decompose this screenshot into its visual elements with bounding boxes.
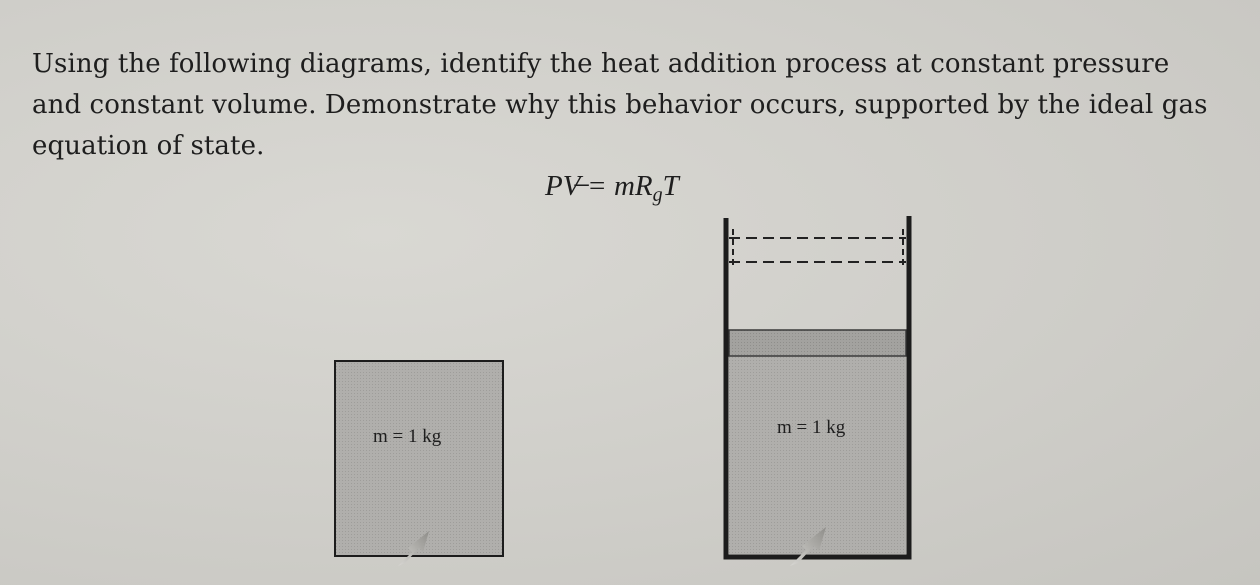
rigid-tank-gas [334,360,504,557]
equation-rhs: mR [613,170,653,202]
equation-lhs: PV̶ [545,170,580,202]
equation-equals: = [579,170,614,202]
question-line-1: Using the following diagrams, identify t… [32,49,1170,79]
rigid-tank-diagram: m = 1 kg [334,360,504,566]
question-line-3: equation of state. [32,131,265,161]
equation-rhs-end: T [662,170,679,202]
piston-cylinder-diagram: m = 1 kg [723,216,912,566]
ideal-gas-equation: PV̶ = mRgT [545,170,679,207]
question-line-2: and constant volume. Demonstrate why thi… [32,90,1208,120]
cylinder-mass-label: m = 1 kg [777,417,846,438]
piston [728,329,907,357]
equation-subscript: g [652,184,663,206]
rigid-tank-mass-label: m = 1 kg [373,426,442,447]
heat-arrow-icon [398,531,429,566]
cylinder-gas [729,356,906,554]
cylinder-wall [723,216,912,560]
question-text: Using the following diagrams, identify t… [32,44,1232,167]
heat-arrow-icon [790,527,826,566]
